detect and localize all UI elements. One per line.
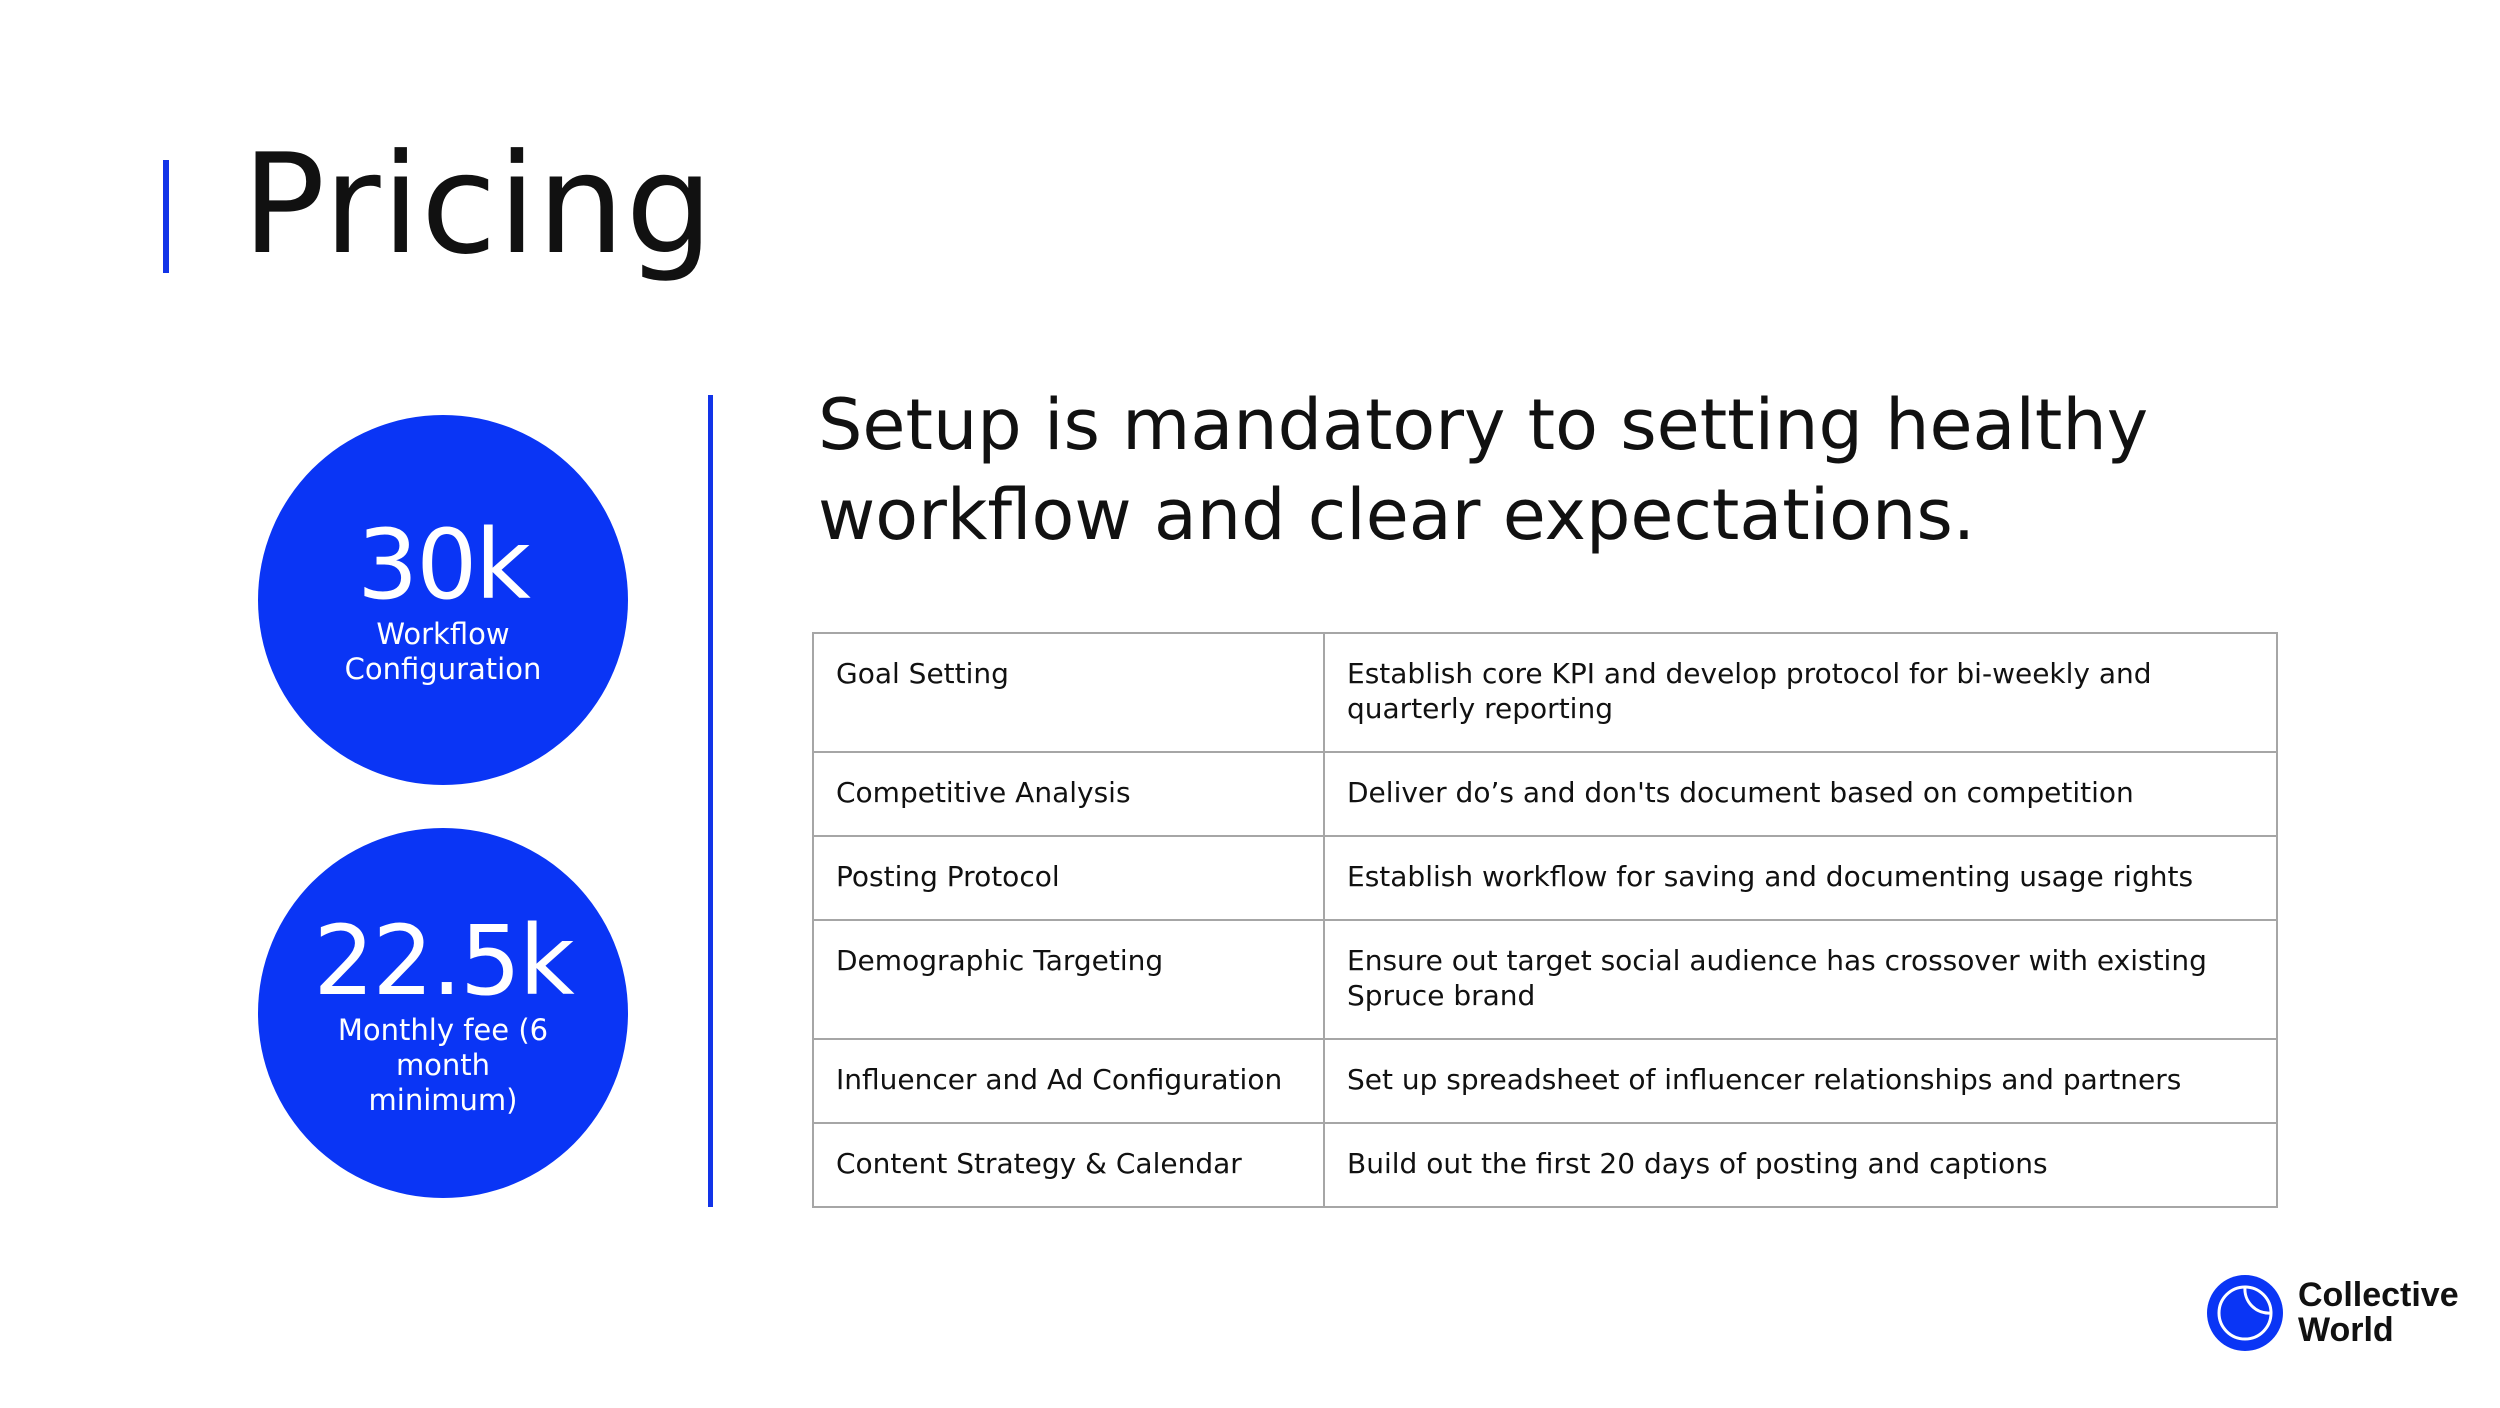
table-row: Goal Setting Establish core KPI and deve… [812, 632, 2278, 753]
table-cell-item: Competitive Analysis [812, 751, 1325, 837]
table-row: Posting Protocol Establish workflow for … [812, 835, 2278, 921]
table-cell-description: Ensure out target social audience has cr… [1323, 919, 2278, 1040]
table-cell-item: Posting Protocol [812, 835, 1325, 921]
table-cell-description: Deliver do’s and don'ts document based o… [1323, 751, 2278, 837]
table-row: Content Strategy & Calendar Build out th… [812, 1122, 2278, 1208]
setup-table: Goal Setting Establish core KPI and deve… [812, 632, 2278, 1208]
pricing-label: Monthly fee (6 month minimum) [337, 1012, 549, 1117]
table-cell-description: Establish workflow for saving and docume… [1323, 835, 2278, 921]
title-accent-bar [163, 160, 169, 273]
table-cell-item: Demographic Targeting [812, 919, 1325, 1040]
headline: Setup is mandatory to setting healthy wo… [818, 384, 2149, 556]
table-cell-description: Build out the first 20 days of posting a… [1323, 1122, 2278, 1208]
table-row: Demographic Targeting Ensure out target … [812, 919, 2278, 1040]
vertical-divider [708, 395, 713, 1207]
pricing-circle-monthly: 22.5k Monthly fee (6 month minimum) [258, 828, 628, 1198]
pricing-value: 22.5k [313, 904, 574, 1017]
page-title: Pricing [242, 124, 715, 285]
table-row: Competitive Analysis Deliver do’s and do… [812, 751, 2278, 837]
logo-wordmark: Collective World [2298, 1278, 2459, 1348]
table-cell-description: Establish core KPI and develop protocol … [1323, 632, 2278, 753]
table-cell-item: Goal Setting [812, 632, 1325, 753]
logo-line: Collective [2298, 1276, 2459, 1314]
table-cell-item: Content Strategy & Calendar [812, 1122, 1325, 1208]
company-logo: Collective World [2206, 1274, 2459, 1352]
logo-line: World [2298, 1311, 2394, 1349]
table-cell-description: Set up spreadsheet of influencer relatio… [1323, 1038, 2278, 1124]
table-cell-item: Influencer and Ad Configuration [812, 1038, 1325, 1124]
table-row: Influencer and Ad Configuration Set up s… [812, 1038, 2278, 1124]
collective-world-logo-icon [2207, 1275, 2283, 1351]
pricing-label: Workflow Configuration [344, 617, 542, 686]
pricing-circle-setup: 30k Workflow Configuration [258, 415, 628, 785]
pricing-value: 30k [357, 509, 531, 621]
